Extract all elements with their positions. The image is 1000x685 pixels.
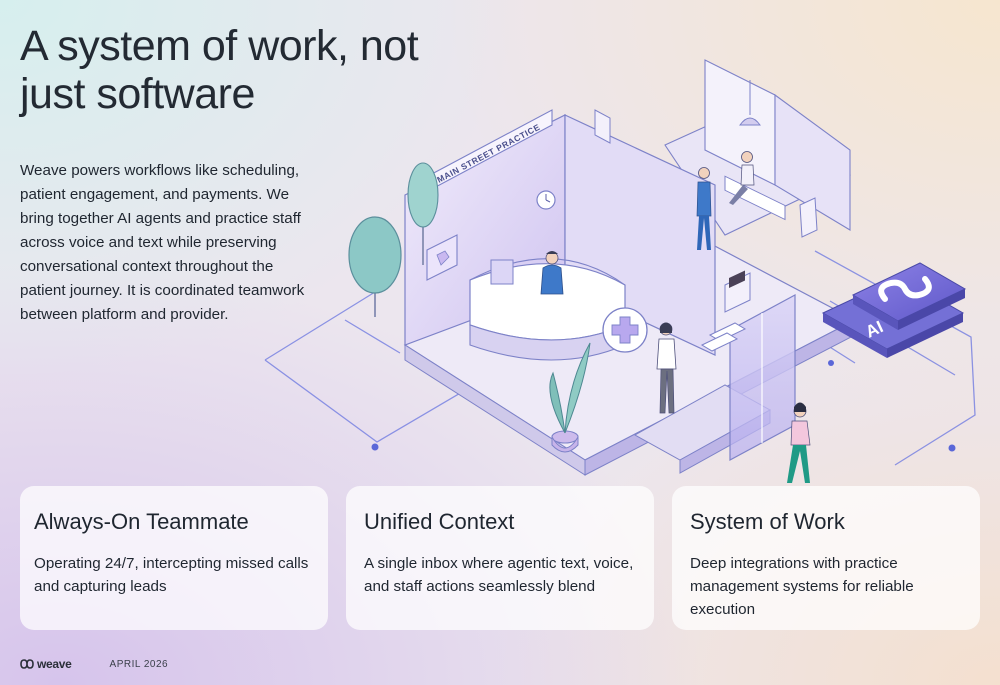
waiting-chairs — [700, 322, 747, 352]
card-always-on-teammate: Always-On Teammate Operating 24/7, inter… — [20, 486, 328, 630]
receptionist-figure — [540, 251, 564, 295]
card-unified-context: Unified Context A single inbox where age… — [346, 486, 654, 630]
card-title: Unified Context — [364, 509, 515, 534]
card-body: Deep integrations with practice manageme… — [690, 555, 914, 618]
card-title: System of Work — [690, 509, 845, 534]
clinic-illustration: MAIN STREET PRACTICE — [264, 59, 976, 483]
card-body: Operating 24/7, intercepting missed call… — [34, 555, 309, 595]
intro-paragraph: Weave powers workflows like scheduling, … — [20, 162, 305, 323]
footer-date: APRIL 2026 — [109, 658, 169, 670]
feature-cards: Always-On Teammate Operating 24/7, inter… — [20, 486, 980, 630]
potted-plant — [549, 342, 591, 453]
standing-staff-figure — [656, 322, 677, 414]
page-title: A system of work, not just software — [20, 22, 419, 118]
card-body: A single inbox where agentic text, voice… — [364, 555, 634, 595]
weave-logo-icon — [20, 659, 34, 669]
card-system-of-work: System of Work Deep integrations with pr… — [672, 486, 980, 630]
kiosk — [724, 197, 818, 313]
walking-patient-figure — [787, 402, 811, 483]
ai-badge-text: AI — [863, 317, 886, 341]
card-title: Always-On Teammate — [34, 509, 249, 534]
ai-badge-icon: AI — [821, 262, 967, 358]
back-room-figures — [696, 151, 786, 250]
footer: weave APRIL 2026 — [20, 656, 168, 672]
weave-logo: weave — [20, 657, 72, 671]
brand-name: weave — [37, 657, 72, 671]
tree-left — [348, 162, 439, 317]
